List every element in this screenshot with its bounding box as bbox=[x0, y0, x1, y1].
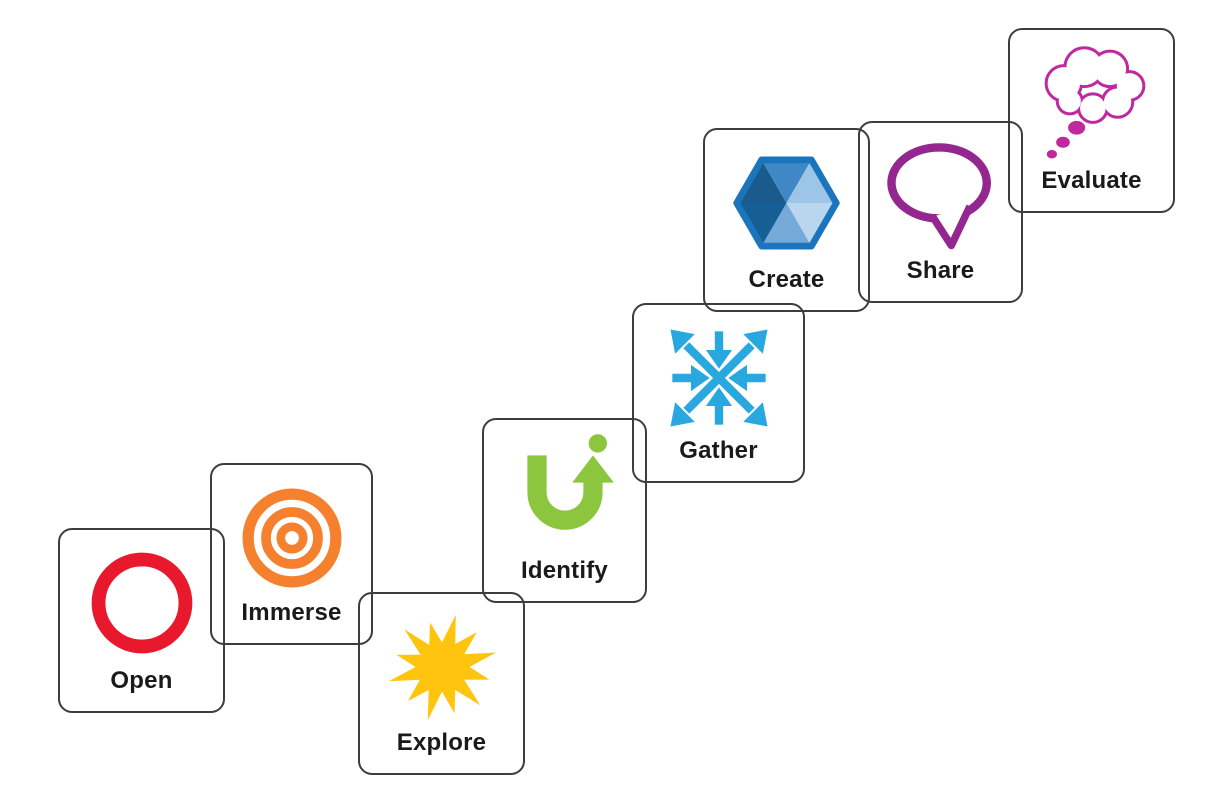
gather-arrows-icon bbox=[634, 319, 803, 437]
step-card-open: Open bbox=[58, 528, 225, 713]
create-hexagon-icon bbox=[705, 144, 868, 262]
step-label-gather: Gather bbox=[679, 437, 758, 464]
step-card-immerse: Immerse bbox=[210, 463, 373, 645]
explore-starburst-icon bbox=[360, 608, 523, 726]
share-speech-bubble-icon bbox=[860, 137, 1021, 255]
step-label-immerse: Immerse bbox=[241, 599, 342, 626]
step-label-explore: Explore bbox=[396, 729, 487, 756]
identify-uturn-arrow-icon bbox=[484, 434, 645, 552]
step-card-share: Share bbox=[858, 121, 1023, 303]
step-label-share: Share bbox=[906, 257, 975, 284]
step-label-open: Open bbox=[110, 667, 173, 694]
step-label-evaluate: Evaluate bbox=[1041, 167, 1142, 194]
open-ring-icon bbox=[60, 544, 223, 662]
step-label-identify: Identify bbox=[521, 557, 608, 584]
step-card-create: Create bbox=[703, 128, 870, 312]
step-card-explore: Explore bbox=[358, 592, 525, 775]
step-card-identify: Identify bbox=[482, 418, 647, 603]
immerse-target-icon bbox=[212, 479, 371, 597]
evaluate-thought-bubble-icon bbox=[1010, 44, 1173, 162]
step-card-evaluate: Evaluate bbox=[1008, 28, 1175, 213]
step-card-gather: Gather bbox=[632, 303, 805, 483]
step-label-create: Create bbox=[748, 266, 825, 293]
